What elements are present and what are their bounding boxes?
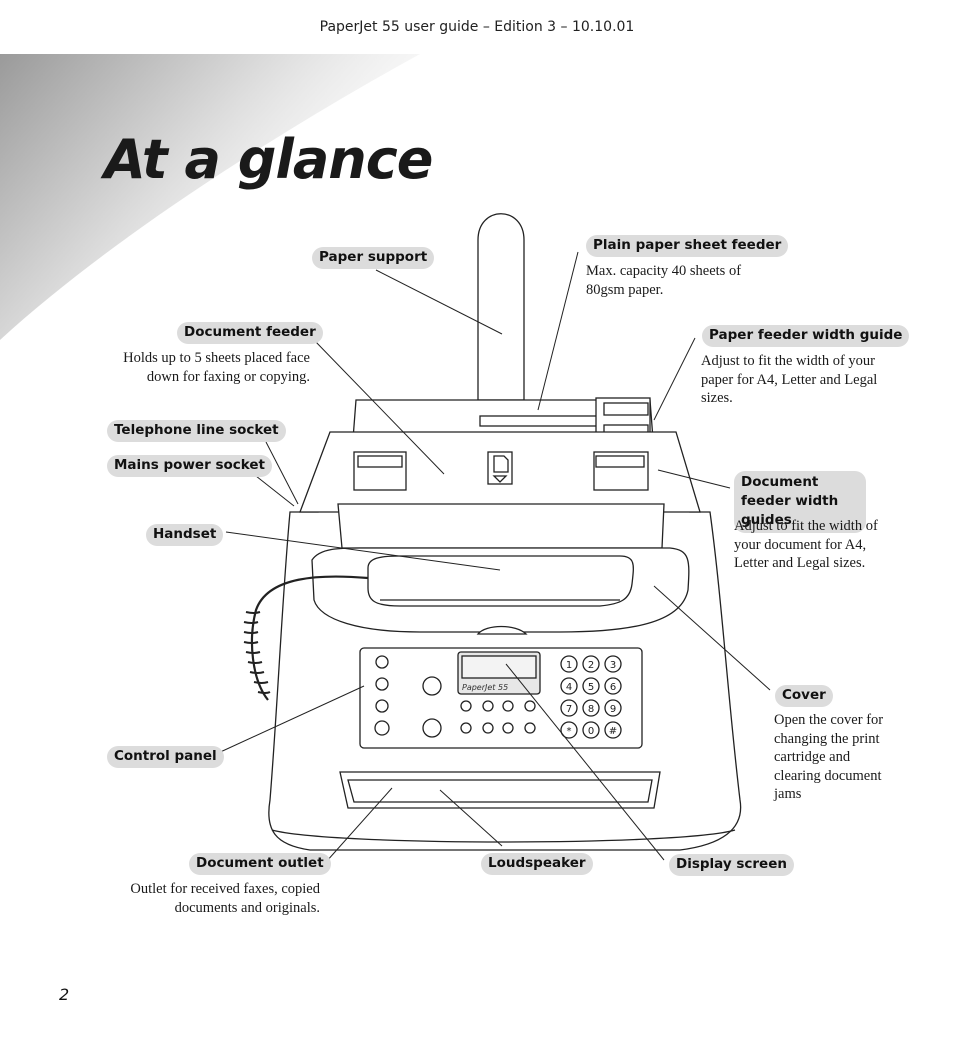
key-hash: # (609, 726, 617, 737)
desc-plain-paper-sheet-feeder: Max. capacity 40 sheets of 80gsm paper. (586, 263, 742, 298)
label-cover: Cover (775, 685, 833, 707)
key-3: 3 (610, 660, 616, 671)
key-4: 4 (566, 682, 572, 693)
key-8: 8 (588, 704, 594, 715)
handset (367, 555, 634, 607)
display-brand: PaperJet 55 (462, 683, 508, 692)
label-loudspeaker: Loudspeaker (481, 853, 593, 875)
label-plain-paper-sheet-feeder: Plain paper sheet feeder (586, 235, 789, 257)
desc-document-feeder: Holds up to 5 sheets placed face down fo… (123, 350, 310, 385)
label-mains-power-socket: Mains power socket (107, 455, 272, 477)
label-control-panel: Control panel (107, 746, 224, 768)
key-7: 7 (566, 704, 572, 715)
desc-cover: Open the cover for changing the print ca… (774, 712, 884, 802)
page-title: At a glance (104, 128, 433, 191)
key-6: 6 (610, 682, 616, 693)
sheet-feeder-slot (479, 415, 611, 427)
label-handset: Handset (146, 524, 224, 546)
speaker-bump (476, 625, 528, 635)
key-1: 1 (566, 660, 572, 671)
page-number: 2 (59, 985, 70, 1004)
page-header: PaperJet 55 user guide – Edition 3 – 10.… (319, 19, 635, 35)
label-document-feeder-width-guides: Document feeder width guides (734, 471, 866, 533)
key-star: * (567, 726, 572, 737)
desc-paper-feeder-width-guide: Adjust to fit the width of your paper fo… (701, 353, 878, 406)
label-document-feeder: Document feeder (177, 322, 323, 344)
desc-document-feeder-width-guides: Adjust to fit the width of your document… (734, 518, 878, 571)
key-9: 9 (610, 704, 616, 715)
label-document-outlet: Document outlet (189, 853, 331, 875)
label-paper-feeder-width-guide: Paper feeder width guide (702, 325, 910, 347)
key-5: 5 (588, 682, 594, 693)
label-paper-support: Paper support (312, 247, 435, 269)
label-telephone-line-socket: Telephone line socket (107, 420, 286, 442)
handset-cord (250, 575, 369, 701)
label-display-screen: Display screen (669, 854, 794, 876)
key-2: 2 (588, 660, 594, 671)
paper-support (477, 213, 525, 401)
desc-document-outlet: Outlet for received faxes, copied docume… (130, 881, 320, 916)
key-0: 0 (588, 726, 594, 737)
